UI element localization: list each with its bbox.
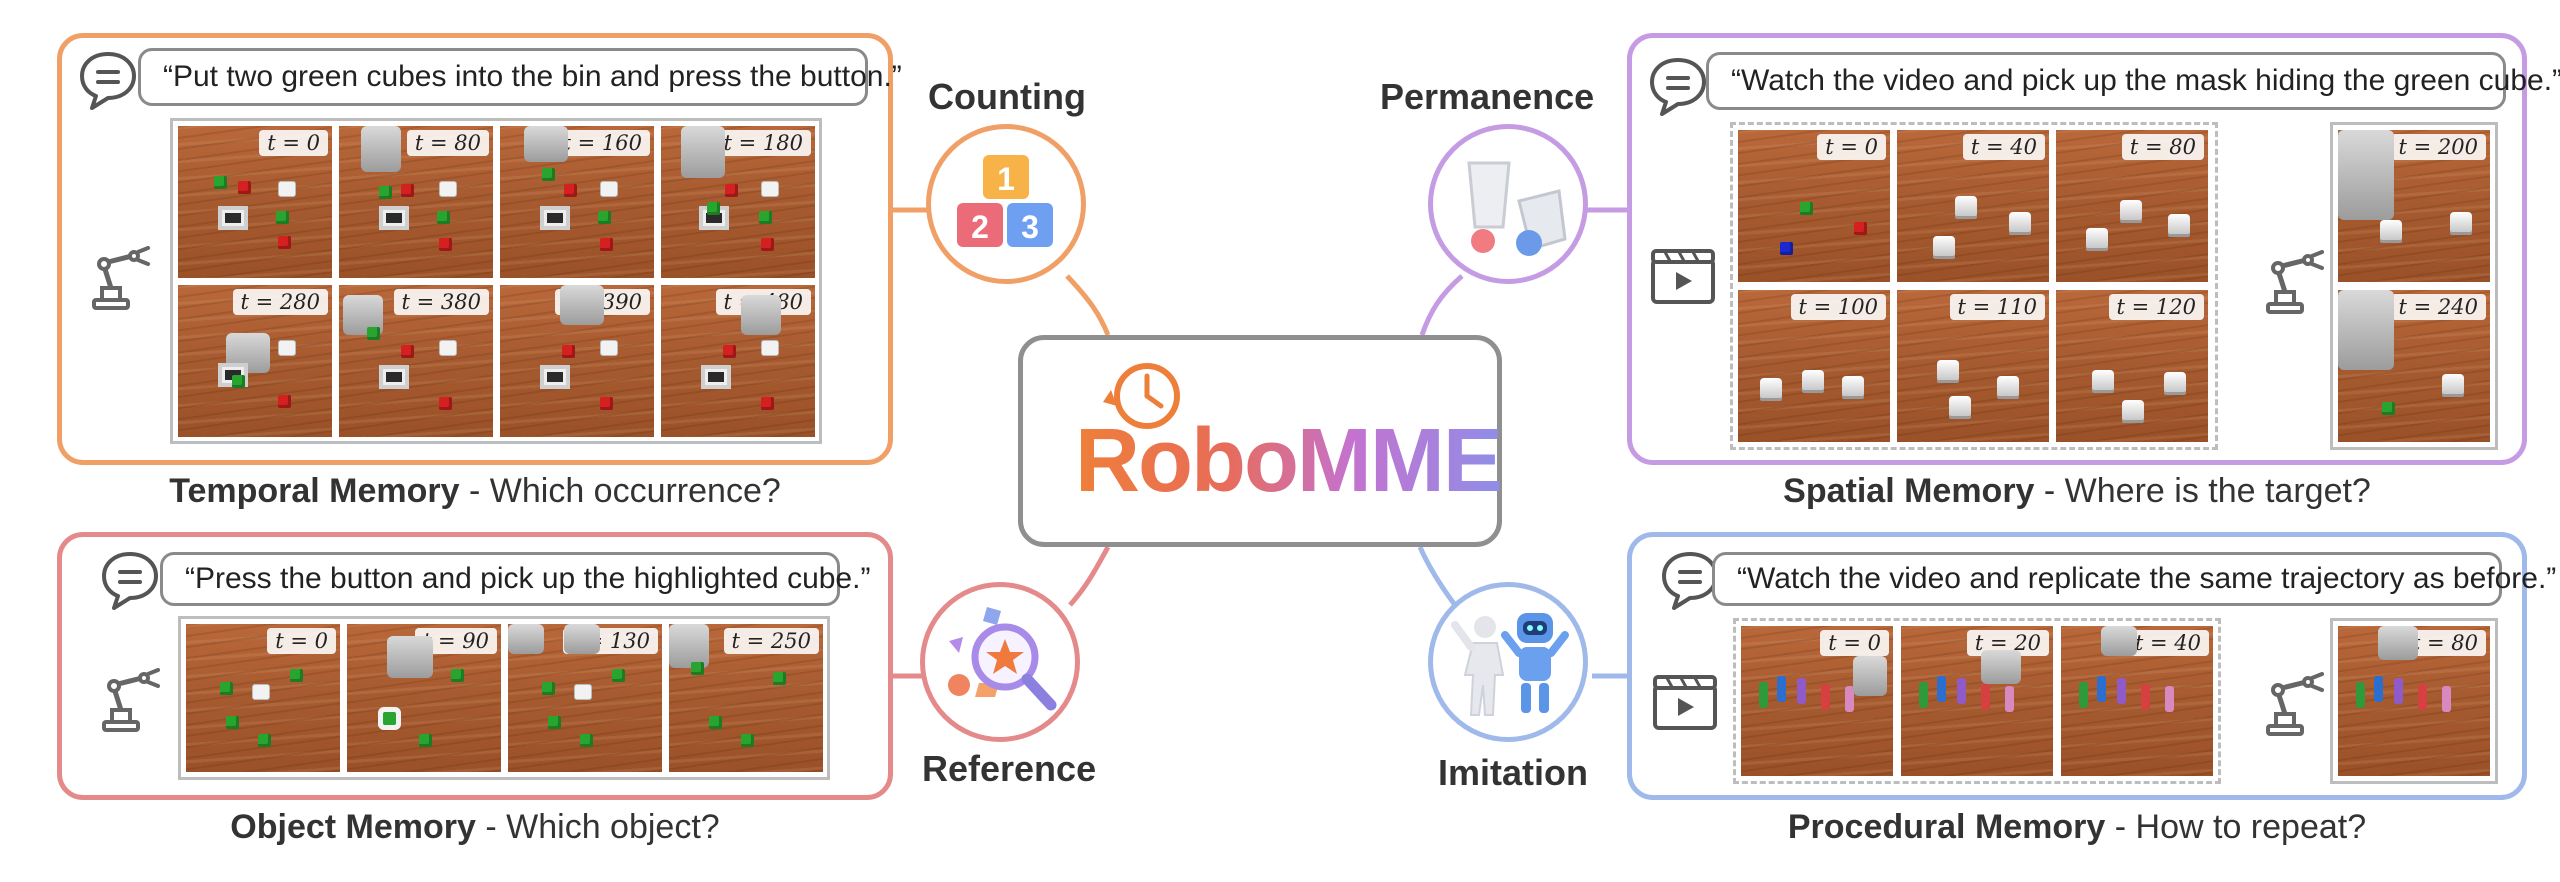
temporal-frame: t = 390 [500,285,654,437]
procedural-instruction-text: “Watch the video and replicate the same … [1737,562,2557,595]
human-robot-icon [1451,613,1569,716]
timestep-label: t = 20 [1966,630,2049,656]
temporal-frame: t = 0 [178,126,332,278]
procedural-instruction: “Watch the video and replicate the same … [1712,552,2556,606]
temporal-frame: t = 180 [661,126,815,278]
number-blocks-icon: 1 2 3 [957,155,1053,247]
temporal-instruction-text: “Put two green cubes into the bin and pr… [163,60,902,93]
video-icon [1651,249,1715,304]
temporal-caption-title: Temporal Memory [169,472,460,510]
logo-box: RoboMME [1018,335,1503,547]
robot-arm-icon [2262,250,2328,316]
timestep-label: t = 0 [1817,134,1886,160]
spatial-video-frame: t = 100 [1738,290,1890,442]
procedural-caption: Procedural Memory - How to repeat? [1627,808,2527,847]
spatial-caption: Spatial Memory - Where is the target? [1627,472,2527,511]
timestep-label: t = 380 [393,289,489,315]
chat-icon [80,52,136,110]
reference-label: Reference [922,748,1097,789]
video-icon [1653,675,1717,730]
imitation-label: Imitation [1438,752,1588,793]
logo-wordmark: RoboMME [1075,411,1503,511]
temporal-caption: Temporal Memory - Which occurrence? [57,472,893,511]
block-digit-1: 1 [997,161,1015,197]
object-frame: t = 90 [347,624,501,772]
procedural-caption-question: - How to repeat? [2105,808,2367,846]
timestep-label: t = 0 [1820,630,1889,656]
timestep-label: t = 240 [2390,294,2486,320]
procedural-video-frame: t = 0 [1741,626,1893,776]
timestep-label: t = 180 [715,130,811,156]
clock-icon [1103,363,1180,429]
temporal-frame: t = 280 [178,285,332,437]
chat-icon [1650,58,1706,116]
procedural-caption-title: Procedural Memory [1787,808,2106,846]
temporal-instruction: “Put two green cubes into the bin and pr… [138,48,902,106]
object-caption: Object Memory - Which object? [57,808,893,847]
spatial-instruction-text: “Watch the video and pick up the mask hi… [1731,64,2560,97]
cups-and-balls-icon [1467,161,1567,256]
spatial-video-frame: t = 80 [2056,130,2208,282]
timestep-label: t = 0 [259,130,328,156]
object-instruction-text: “Press the button and pick up the highli… [185,562,871,595]
object-caption-question: - Which object? [475,808,720,846]
object-caption-title: Object Memory [230,808,476,846]
temporal-caption-question: - Which occurrence? [459,472,781,510]
spatial-exec-frame: t = 240 [2338,290,2490,442]
robot-arm-icon [2262,672,2328,738]
timestep-label: t = 80 [2121,134,2204,160]
object-frame: t = 0 [186,624,340,772]
spatial-video-frame: t = 40 [1897,130,2049,282]
spatial-exec-frame: t = 200 [2338,130,2490,282]
robot-arm-icon [88,246,154,312]
magnifier-shapes-icon [948,607,1057,711]
timestep-label: t = 80 [406,130,489,156]
permanence-label: Permanence [1380,76,1595,117]
block-digit-3: 3 [1021,209,1039,245]
temporal-frame: t = 80 [339,126,493,278]
temporal-frame: t = 480 [661,285,815,437]
timestep-label: t = 160 [554,130,650,156]
procedural-video-frame: t = 40 [2061,626,2213,776]
permanence-circle [1428,124,1588,284]
timestep-label: t = 200 [2390,134,2486,160]
chat-icon [102,552,158,610]
spatial-video-frame: t = 110 [1897,290,2049,442]
temporal-frame: t = 380 [339,285,493,437]
robot-arm-icon [98,668,164,734]
timestep-label: t = 40 [2126,630,2209,656]
temporal-frame: t = 160 [500,126,654,278]
object-frame: t = 250 [669,624,823,772]
timestep-label: t = 100 [1790,294,1886,320]
timestep-label: t = 250 [723,628,819,654]
procedural-exec-frame: t = 80 [2338,626,2490,776]
timestep-label: t = 40 [1962,134,2045,160]
object-frame: t = 130 [508,624,662,772]
spatial-caption-title: Spatial Memory [1783,472,2035,510]
spatial-video-frame: t = 0 [1738,130,1890,282]
timestep-label: t = 120 [2108,294,2204,320]
object-instruction: “Press the button and pick up the highli… [160,552,870,606]
timestep-label: t = 0 [267,628,336,654]
spatial-video-frame: t = 120 [2056,290,2208,442]
timestep-label: t = 280 [232,289,328,315]
procedural-video-frame: t = 20 [1901,626,2053,776]
timestep-label: t = 110 [1949,294,2045,320]
reference-circle [920,582,1080,742]
counting-circle: 1 2 3 [926,124,1086,284]
chat-icon [1662,552,1718,610]
spatial-caption-question: - Where is the target? [2034,472,2371,510]
counting-label: Counting [928,76,1086,117]
block-digit-2: 2 [971,209,989,245]
spatial-instruction: “Watch the video and pick up the mask hi… [1706,52,2560,110]
imitation-circle [1428,582,1588,742]
